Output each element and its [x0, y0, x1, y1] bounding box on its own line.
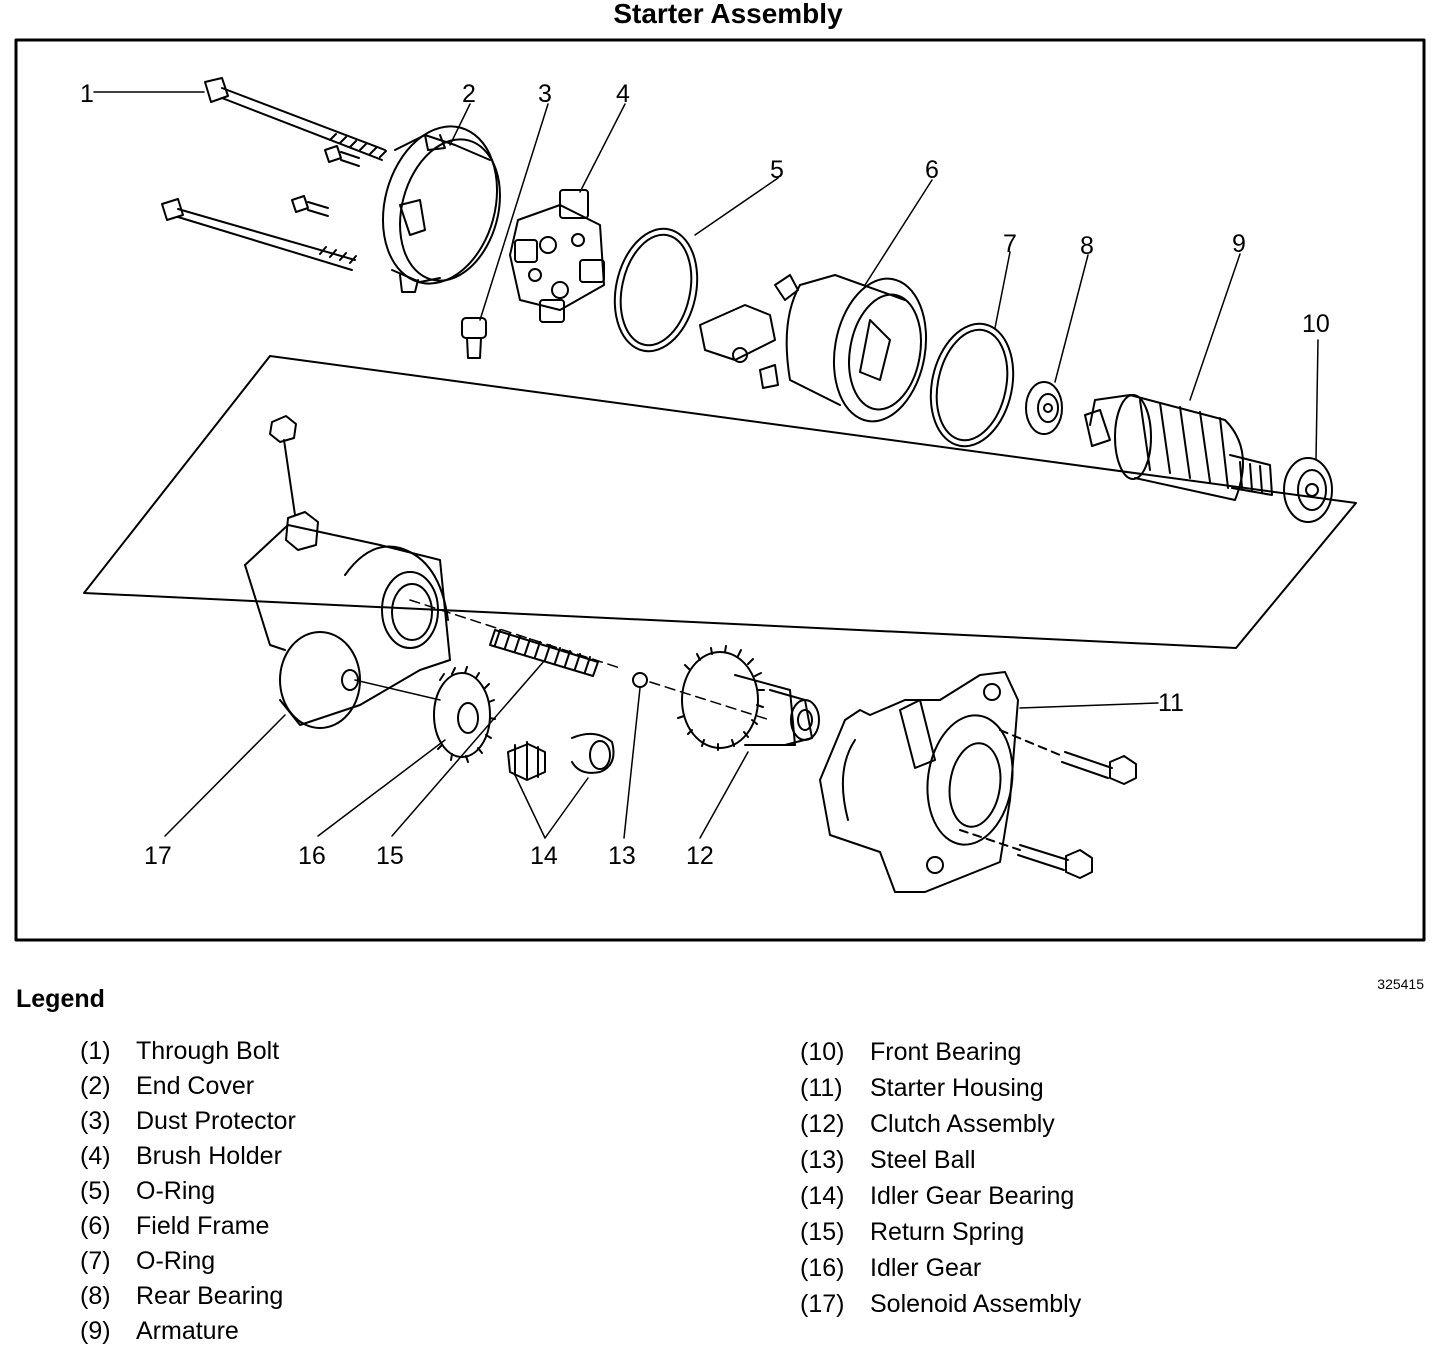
- return-spring-part: [489, 629, 599, 677]
- legend-label: Field Frame: [136, 1212, 270, 1240]
- legend-number: (2): [80, 1072, 111, 1100]
- diagram-frame: [14, 38, 1426, 942]
- legend-label: Through Bolt: [136, 1037, 280, 1065]
- legend-item: (14) Idler Gear Bearing: [800, 1178, 1081, 1214]
- diagram-title: Starter Assembly: [613, 0, 843, 29]
- rear-bearing-part: [1025, 381, 1063, 435]
- legend-label: Armature: [136, 1317, 239, 1345]
- legend-item: (1) Through Bolt: [80, 1034, 296, 1069]
- exploded-view-diagram: 1 2 3 4 5 6 7 8 9 10 11 12 13 14 15 16 1…: [14, 38, 1426, 942]
- legend-label: Clutch Assembly: [870, 1110, 1055, 1138]
- legend-label: Steel Ball: [870, 1146, 976, 1174]
- legend-number: (11): [800, 1074, 843, 1102]
- legend-label: Dust Protector: [136, 1107, 296, 1135]
- legend-label: O-Ring: [136, 1177, 216, 1205]
- legend-number: (13): [800, 1146, 845, 1174]
- callout-12: 12: [686, 842, 714, 870]
- legend-item: (16) Idler Gear: [800, 1250, 1081, 1286]
- legend-number: (5): [80, 1177, 111, 1205]
- legend-number: (9): [80, 1317, 111, 1345]
- callout-17: 17: [144, 842, 172, 870]
- o-ring-rear-part: [929, 322, 1015, 448]
- legend-item: (12) Clutch Assembly: [800, 1106, 1081, 1142]
- end-cover-part: [381, 125, 501, 293]
- callout-13: 13: [608, 842, 636, 870]
- legend-number: (14): [800, 1182, 845, 1210]
- legend-item: (8) Rear Bearing: [80, 1279, 296, 1314]
- legend-item: (9) Armature: [80, 1314, 296, 1349]
- clutch-assembly-part: [677, 645, 820, 751]
- legend-item: (6) Field Frame: [80, 1209, 296, 1244]
- legend-label: Solenoid Assembly: [870, 1290, 1082, 1318]
- legend-number: (17): [800, 1290, 845, 1318]
- callout-14: 14: [530, 842, 558, 870]
- idler-gear-part: [433, 666, 496, 763]
- legend-number: (8): [80, 1282, 111, 1310]
- solenoid-assembly-part: [244, 415, 451, 729]
- legend-number: (10): [800, 1038, 845, 1066]
- callout-6: 6: [925, 156, 939, 184]
- legend-item: (4) Brush Holder: [80, 1139, 296, 1174]
- starter-housing-part: [819, 671, 1137, 893]
- figure-id: 325415: [1377, 976, 1424, 992]
- front-bearing-part: [1283, 457, 1333, 523]
- dust-protector-part: [461, 317, 487, 359]
- legend-item: (11) Starter Housing: [800, 1070, 1081, 1106]
- legend-item: (10) Front Bearing: [800, 1034, 1081, 1070]
- legend-item: (2) End Cover: [80, 1069, 296, 1104]
- legend-label: Return Spring: [870, 1218, 1025, 1246]
- legend-item: (15) Return Spring: [800, 1214, 1081, 1250]
- brush-holder-part: [509, 189, 605, 323]
- callout-11: 11: [1158, 689, 1184, 717]
- callout-4: 4: [616, 80, 630, 108]
- callout-5: 5: [770, 156, 784, 184]
- legend-label: End Cover: [136, 1072, 255, 1100]
- legend-label: O-Ring: [136, 1247, 216, 1275]
- callout-7: 7: [1003, 230, 1017, 258]
- legend-item: (7) O-Ring: [80, 1244, 296, 1279]
- through-bolt-part: [161, 77, 387, 271]
- steel-ball-part: [632, 672, 648, 688]
- legend-item: (17) Solenoid Assembly: [800, 1286, 1081, 1322]
- legend-label: Idler Gear: [870, 1254, 982, 1282]
- callout-10: 10: [1302, 310, 1330, 338]
- legend-item: (3) Dust Protector: [80, 1104, 296, 1139]
- legend-item: (5) O-Ring: [80, 1174, 296, 1209]
- armature-part: [1084, 394, 1273, 501]
- callout-2: 2: [462, 80, 476, 108]
- idler-gear-bearing-part: [507, 732, 615, 781]
- assembly-axis-outline: [83, 355, 1357, 649]
- callout-16: 16: [298, 842, 326, 870]
- legend-number: (12): [800, 1110, 845, 1138]
- callout-9: 9: [1232, 230, 1246, 258]
- callout-15: 15: [376, 842, 404, 870]
- legend-number: (7): [80, 1247, 111, 1275]
- legend-item: (13) Steel Ball: [800, 1142, 1081, 1178]
- legend-number: (3): [80, 1107, 111, 1135]
- legend-number: (16): [800, 1254, 845, 1282]
- legend-number: (6): [80, 1212, 111, 1240]
- callout-1: 1: [80, 80, 94, 108]
- callout-3: 3: [538, 80, 552, 108]
- field-frame-part: [699, 274, 928, 423]
- o-ring-front-part: [613, 227, 699, 353]
- legend-label: Front Bearing: [870, 1038, 1022, 1066]
- callout-8: 8: [1080, 232, 1094, 260]
- legend-label: Starter Housing: [870, 1074, 1044, 1102]
- legend-column-left: (1) Through Bolt (2) End Cover (3) Dust Pro…: [80, 1034, 296, 1349]
- legend-column-right: (10) Front Bearing (11) Starter Housing (1…: [800, 1034, 1081, 1322]
- legend-label: Rear Bearing: [136, 1282, 284, 1310]
- legend-label: Idler Gear Bearing: [870, 1182, 1075, 1210]
- legend-number: (15): [800, 1218, 845, 1246]
- legend-heading: Legend: [16, 985, 105, 1013]
- legend-number: (4): [80, 1142, 111, 1170]
- leader-lines: [93, 91, 1319, 839]
- legend-number: (1): [80, 1037, 111, 1065]
- legend-label: Brush Holder: [136, 1142, 282, 1170]
